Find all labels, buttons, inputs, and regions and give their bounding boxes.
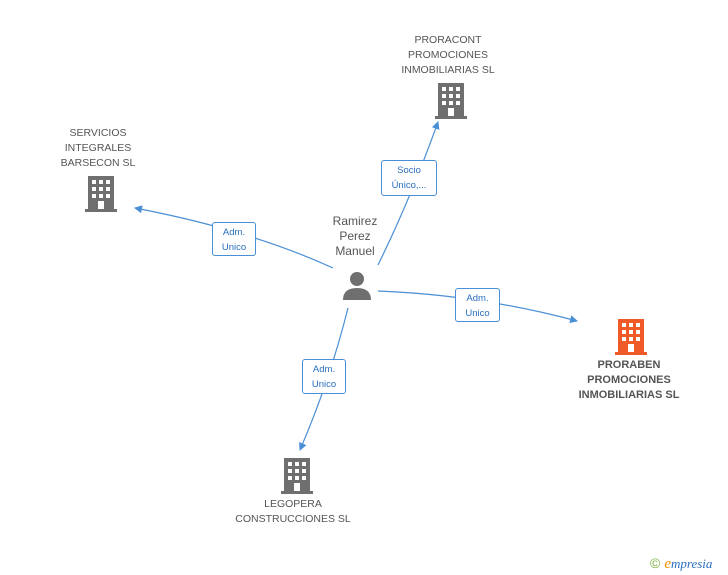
company-name-line: PRORACONT <box>414 34 482 46</box>
relation-line: Adm. <box>222 227 246 238</box>
brand-logo-text: mpresia <box>671 556 713 571</box>
relation-line: Adm. <box>466 293 489 304</box>
person-name-line: Manuel <box>335 244 375 258</box>
brand-watermark: ©empresia <box>650 555 712 573</box>
edge-to-proracont <box>377 121 440 266</box>
person-icon[interactable] <box>342 270 372 300</box>
company-name-line: CONSTRUCCIONES SL <box>235 513 351 525</box>
building-icon[interactable] <box>281 458 313 494</box>
relation-line: Unico <box>465 308 490 319</box>
company-label-servicios[interactable]: SERVICIOS INTEGRALES BARSECON SL <box>38 126 158 171</box>
company-name-line: INMOBILIARIAS SL <box>578 389 680 401</box>
person-name[interactable]: Ramirez Perez Manuel <box>316 214 394 259</box>
relation-line: Único,... <box>391 180 427 191</box>
relation-line: Socio <box>397 165 421 176</box>
company-name-line: SERVICIOS <box>69 127 127 139</box>
copyright-symbol: © <box>650 555 661 571</box>
company-name-line: INTEGRALES <box>64 142 132 154</box>
relation-line: Adm. <box>312 364 336 375</box>
company-name-line: PRORABEN <box>597 359 661 371</box>
brand-logo-initial: e <box>664 556 671 572</box>
building-icon[interactable] <box>85 176 117 212</box>
relation-line: Unico <box>221 242 247 253</box>
person-name-line: Ramirez <box>332 214 378 228</box>
relation-label-legopera[interactable]: Adm. Unico <box>302 359 346 394</box>
relation-label-proraben[interactable]: Adm. Unico <box>455 288 500 322</box>
relation-label-proracont[interactable]: Socio Único,... <box>381 160 437 196</box>
company-name-line: INMOBILIARIAS SL <box>401 64 495 76</box>
company-name-line: PROMOCIONES <box>587 374 671 386</box>
relation-line: Unico <box>311 379 337 390</box>
company-name-line: PROMOCIONES <box>408 49 488 61</box>
company-label-proracont[interactable]: PRORACONT PROMOCIONES INMOBILIARIAS SL <box>378 33 518 78</box>
company-label-legopera[interactable]: LEGOPERA CONSTRUCCIONES SL <box>223 497 363 527</box>
person-name-line: Perez <box>339 229 371 243</box>
building-icon[interactable] <box>435 83 467 119</box>
company-name-line: LEGOPERA <box>264 498 322 510</box>
company-name-line: BARSECON SL <box>60 157 136 169</box>
company-label-proraben[interactable]: PRORABEN PROMOCIONES INMOBILIARIAS SL <box>562 358 696 403</box>
building-icon[interactable] <box>615 319 647 355</box>
relation-label-servicios[interactable]: Adm. Unico <box>212 222 256 256</box>
